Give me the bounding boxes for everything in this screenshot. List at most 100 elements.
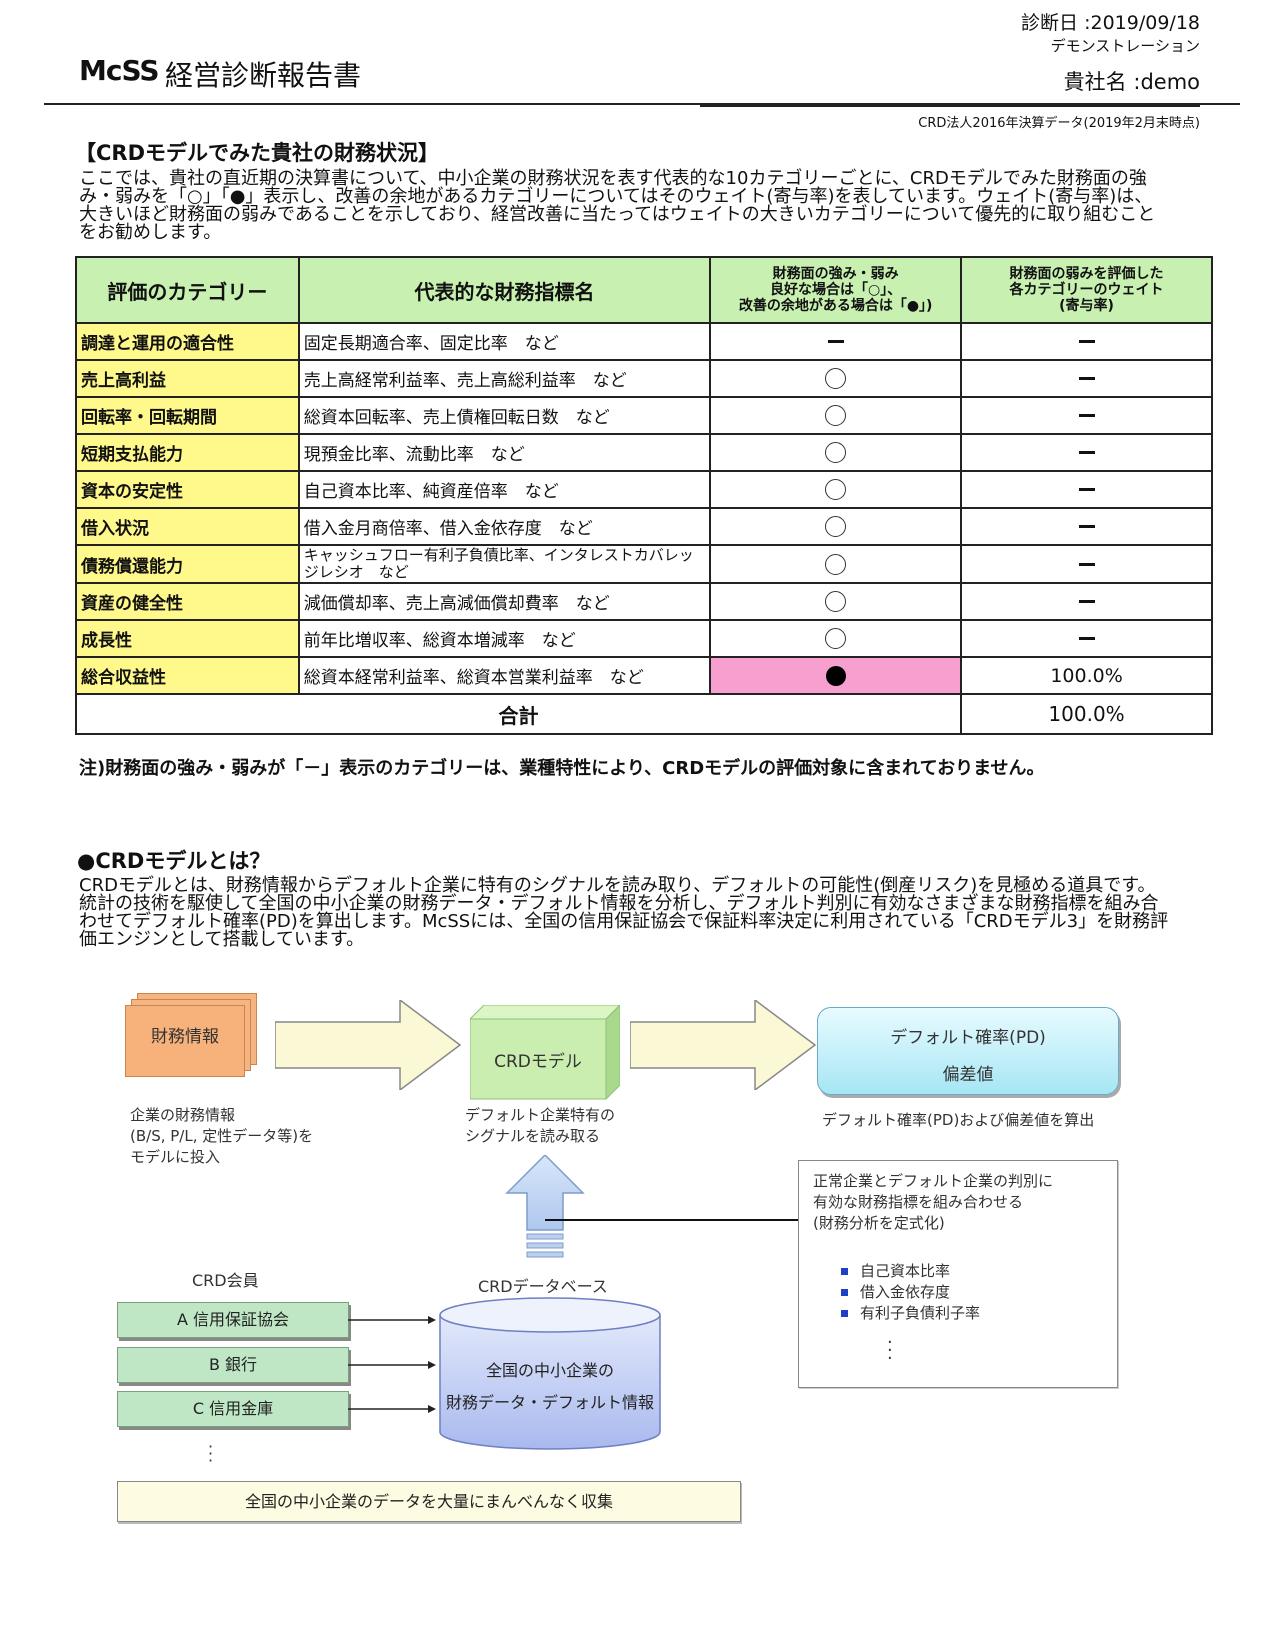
indicator-item-1: 自己資本比率 (841, 1261, 980, 1282)
flow-arrow-2 (630, 1000, 817, 1090)
table-header-row: 評価のカテゴリー 代表的な財務指標名 財務面の強み・弱み 良好な場合は「○」、 … (75, 256, 1213, 324)
row-weight: － (960, 470, 1213, 509)
row-weight: 100.0% (960, 656, 1213, 695)
row-strength-mark (709, 433, 963, 472)
combo-desc-line-2: 有効な財務指標を組み合わせる (813, 1193, 1024, 1211)
row-category: 回転率・回転期間 (75, 396, 300, 435)
indicator-item-label: 有利子負債利子率 (860, 1304, 981, 1322)
row-strength-mark (709, 470, 963, 509)
member-arrows (348, 1316, 436, 1413)
row-strength-mark (709, 322, 963, 361)
row-category: 調達と運用の適合性 (75, 322, 300, 361)
table-note: 注)財務面の強み・弱みが「－」表示のカテゴリーは、業種特性により、CRDモデルの… (79, 758, 1045, 779)
row-strength-mark (709, 359, 963, 398)
section1-heading: 【CRDモデルでみた貴社の財務状況】 (75, 141, 440, 165)
member-label: C 信用金庫 (192, 1399, 274, 1418)
company-value: demo (1140, 70, 1200, 94)
good-circle-icon (825, 368, 847, 389)
good-circle-icon (825, 628, 847, 649)
connector-line (545, 1219, 798, 1221)
header-divider (44, 103, 1240, 105)
member-box-c: C 信用金庫 (117, 1391, 349, 1427)
total-row: 合計 100.0% (74, 693, 1213, 735)
row-weight: － (960, 359, 1213, 398)
row-strength-mark (709, 582, 963, 621)
row-strength-mark (709, 544, 963, 584)
indicator-item-2: 借入金依存度 (841, 1282, 980, 1303)
pd-desc: デフォルト確率(PD)および偏差値を算出 (822, 1111, 1095, 1129)
financial-desc-line-3: モデルに投入 (130, 1148, 221, 1166)
combo-desc: 正常企業とデフォルト企業の判別に 有効な財務指標を組み合わせる (財務分析を定式… (813, 1171, 1053, 1234)
crd-model-label: CRDモデル (494, 1052, 582, 1072)
col-header-strength: 財務面の強み・弱み 良好な場合は「○」、 改善の余地がある場合は「●」) (709, 256, 963, 324)
indicator-item-3: 有利子負債利子率 (841, 1303, 980, 1324)
row-indicator: 減価償却率、売上高減価償却費率 など (297, 582, 712, 621)
dash-icon: － (1078, 525, 1095, 528)
section2-heading: ●CRDモデルとは？ (77, 849, 271, 873)
crd-desc: デフォルト企業特有の シグナルを読み取る (465, 1105, 615, 1147)
row-weight: － (960, 322, 1213, 361)
dash-icon: － (1078, 451, 1095, 454)
up-arrow (505, 1155, 585, 1258)
row-weight: － (960, 582, 1213, 621)
row-category: 売上高利益 (75, 359, 300, 398)
db-text-line-2: 財務データ・デフォルト情報 (445, 1393, 654, 1412)
pd-title: デフォルト確率(PD) (890, 1028, 1046, 1048)
row-strength-mark (709, 507, 963, 546)
diagnosis-date-label: 診断日 : (1021, 12, 1091, 34)
demo-label: デモンストレーション (1050, 37, 1200, 55)
section2-body: CRDモデルとは、財務情報からデフォルト企業に特有のシグナルを読み取り、デフォル… (79, 875, 1169, 950)
good-circle-icon (825, 591, 847, 612)
dash-icon: － (1078, 600, 1095, 603)
financial-desc-line-1: 企業の財務情報 (130, 1106, 236, 1124)
col-header-indicator: 代表的な財務指標名 (297, 256, 712, 324)
combo-desc-line-3: (財務分析を定式化) (813, 1214, 945, 1232)
members-ellipsis-icon: ··· (208, 1437, 214, 1470)
data-source: CRD法人2016年決算データ(2019年2月末時点) (918, 116, 1200, 131)
financial-desc: 企業の財務情報 (B/S, P/L, 定性データ等)を モデルに投入 (130, 1105, 313, 1168)
dash-icon: － (1078, 637, 1095, 640)
diagnosis-date-value: 2019/09/18 (1090, 12, 1200, 34)
dash-icon: － (1078, 414, 1095, 417)
bullet-square-icon (841, 1310, 848, 1317)
total-label: 合計 (74, 693, 963, 735)
db-text: 全国の中小企業の 財務データ・デフォルト情報 (440, 1355, 660, 1419)
row-weight: － (960, 544, 1213, 584)
row-strength-mark (709, 619, 963, 658)
good-circle-icon (825, 442, 847, 463)
row-indicator: 固定長期適合率、固定比率 など (297, 322, 712, 361)
total-value: 100.0% (960, 693, 1213, 735)
combo-desc-line-1: 正常企業とデフォルト企業の判別に (813, 1172, 1054, 1190)
crd-model-cube (470, 1005, 620, 1100)
flow-arrow-1 (275, 1000, 462, 1090)
row-indicator: 自己資本比率、純資産倍率 など (297, 470, 712, 509)
member-label: B 銀行 (208, 1355, 258, 1374)
section1-intro: ここでは、貴社の直近期の決算書について、中小企業の財務状況を表す代表的な10カテ… (79, 168, 1156, 243)
row-category: 短期支払能力 (75, 433, 300, 472)
dash-icon: － (1078, 562, 1095, 566)
crd-desc-line-1: デフォルト企業特有の (465, 1106, 616, 1124)
row-indicator: 総資本回転率、売上債権回転日数 など (297, 396, 712, 435)
collect-text: 全国の中小企業のデータを大量にまんべんなく収集 (244, 1492, 613, 1511)
row-category: 借入状況 (75, 507, 300, 546)
dash-icon: － (1078, 340, 1095, 343)
row-indicator: キャッシュフロー有利子負債比率、インタレストカバレッジレシオ など (297, 544, 712, 584)
row-weight: － (960, 619, 1213, 658)
members-title: CRD会員 (192, 1271, 259, 1290)
row-category: 資本の安定性 (75, 470, 300, 509)
dash-icon: － (1078, 488, 1095, 491)
db-title: CRDデータベース (478, 1277, 608, 1296)
row-category: 資産の健全性 (75, 582, 300, 621)
row-indicator: 借入金月商倍率、借入金依存度 など (297, 507, 712, 546)
indicator-item-label: 自己資本比率 (860, 1262, 951, 1280)
